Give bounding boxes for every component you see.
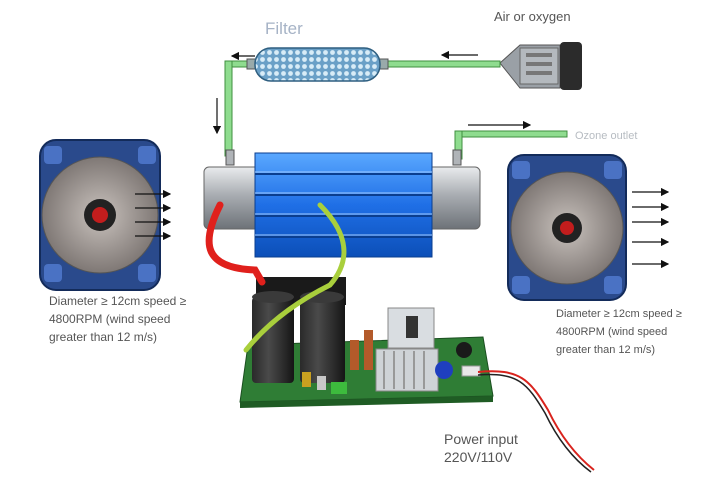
flow-arrows xyxy=(212,50,532,135)
power-board xyxy=(239,277,494,408)
power-input-title: Power input xyxy=(444,431,518,447)
left-fan-airflow-arrows xyxy=(135,189,172,241)
ozone-generator-tube xyxy=(203,152,481,258)
red-high-voltage-wire xyxy=(205,201,266,286)
filter-label: Filter xyxy=(265,19,303,38)
filter-cartridge-icon xyxy=(246,47,389,82)
outlet-nozzle xyxy=(452,149,462,166)
air-or-oxygen-label: Air or oxygen xyxy=(494,9,571,24)
power-cable-red xyxy=(477,370,595,471)
air-pump-icon xyxy=(499,42,582,90)
power-cable-black xyxy=(477,373,592,473)
left-fan-spec-label: Diameter ≥ 12cm speed ≥ 4800RPM (wind sp… xyxy=(49,294,187,344)
right-fan-airflow-arrows xyxy=(632,187,670,269)
cooling-fan-icon xyxy=(39,139,161,291)
cooling-fan-icon xyxy=(507,154,627,301)
air-tubing xyxy=(224,60,568,160)
ozone-outlet-label: Ozone outlet xyxy=(575,130,638,142)
right-fan-spec-label: Diameter ≥ 12cm speed ≥ 4800RPM (wind sp… xyxy=(556,308,682,356)
green-high-voltage-wire xyxy=(243,202,347,353)
power-input-voltage: 220V/110V xyxy=(444,449,513,465)
inlet-nozzle xyxy=(225,149,235,166)
